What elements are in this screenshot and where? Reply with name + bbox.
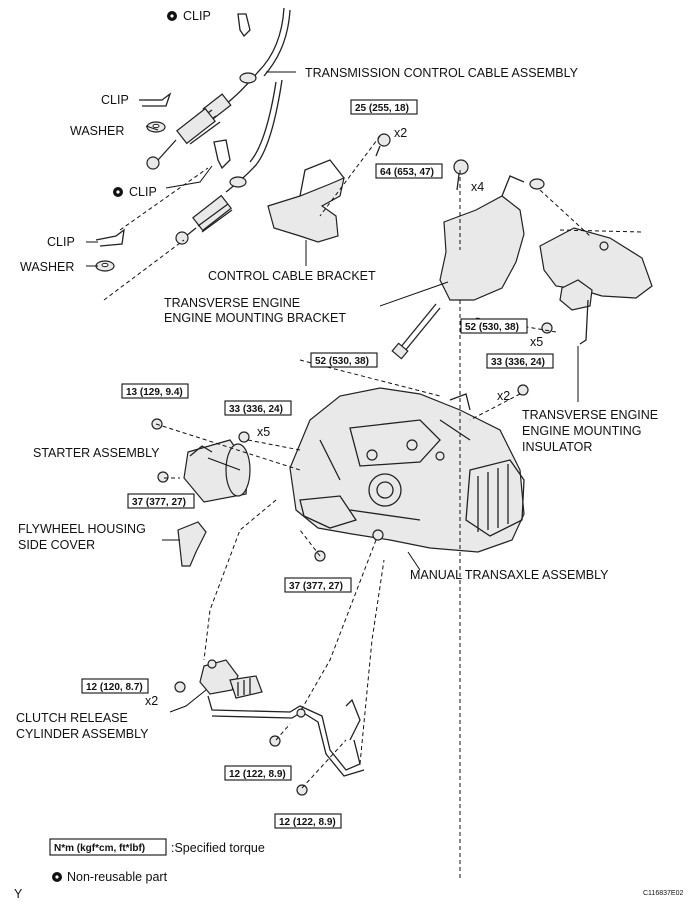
quantity-label: x2	[394, 126, 407, 140]
torque-value: 64 (653, 47)	[380, 167, 434, 178]
legend-nonreusable: Non-reusable part	[67, 870, 168, 884]
label-starter: STARTER ASSEMBLY	[33, 446, 160, 460]
torque-callout: 37 (377, 27)	[127, 493, 195, 509]
torque-value: 37 (377, 27)	[132, 497, 186, 508]
label-clip-2: CLIP	[101, 93, 129, 107]
figure-code: C116837E02	[643, 890, 683, 897]
label-transaxle: MANUAL TRANSAXLE ASSEMBLY	[410, 568, 609, 582]
torque-value: 33 (336, 24)	[229, 404, 283, 415]
torque-value: 12 (120, 8.7)	[86, 682, 143, 693]
transmission-control-cable-drawing	[95, 7, 291, 272]
torque-callout: 33 (336, 24)	[486, 353, 554, 369]
alignment-lines	[103, 135, 643, 880]
bolt-drawing	[372, 529, 384, 541]
long-bolt-drawing	[391, 303, 553, 396]
label-insulator-3: INSULATOR	[522, 440, 592, 454]
torque-callout: 52 (530, 38)	[460, 318, 528, 334]
torque-callout: 12 (122, 8.9)	[224, 765, 292, 781]
label-washer-2: WASHER	[20, 260, 74, 274]
torque-value: 25 (255, 18)	[355, 103, 409, 114]
torque-callout: 12 (122, 8.9)	[274, 813, 342, 829]
torque-callout: 12 (120, 8.7)	[81, 678, 149, 694]
legend: N*m (kgf*cm, ft*lbf) :Specified torque N…	[49, 838, 265, 884]
quantity-label: x2	[497, 389, 510, 403]
manual-transaxle-drawing	[289, 387, 525, 553]
label-clip-top: CLIP	[183, 9, 211, 23]
torque-callout: 33 (336, 24)	[224, 400, 292, 416]
label-flywheel-1: FLYWHEEL HOUSING	[18, 522, 146, 536]
torque-value: 12 (122, 8.9)	[229, 769, 286, 780]
clutch-release-cylinder-drawing	[174, 659, 365, 796]
starter-assembly-drawing	[151, 418, 251, 503]
label-clutch-1: CLUTCH RELEASE	[16, 711, 128, 725]
label-clutch-2: CYLINDER ASSEMBLY	[16, 727, 149, 741]
label-insulator-2: ENGINE MOUNTING	[522, 424, 641, 438]
torque-callout: 37 (377, 27)	[284, 577, 352, 593]
label-transmission-cable: TRANSMISSION CONTROL CABLE ASSEMBLY	[305, 66, 579, 80]
label-mounting-bracket-2: ENGINE MOUNTING BRACKET	[164, 311, 346, 325]
torque-callout: 13 (129, 9.4)	[121, 383, 189, 399]
torque-value: 13 (129, 9.4)	[126, 387, 183, 398]
quantity-label: x2	[145, 694, 158, 708]
quantity-label: x5	[530, 335, 543, 349]
label-mounting-bracket-1: TRANSVERSE ENGINE	[164, 296, 300, 310]
torque-value: 52 (530, 38)	[315, 356, 369, 367]
torque-value: 33 (336, 24)	[491, 357, 545, 368]
label-control-cable-bracket: CONTROL CABLE BRACKET	[208, 269, 376, 283]
torque-value: 12 (122, 8.9)	[279, 817, 336, 828]
torque-value: 37 (377, 27)	[289, 581, 343, 592]
leader-lines	[86, 71, 579, 713]
control-cable-bracket-drawing	[267, 133, 391, 243]
torque-callout: 25 (255, 18)	[350, 99, 418, 115]
engine-mounting-insulator-drawing	[539, 227, 653, 345]
flywheel-side-cover-drawing	[177, 521, 207, 567]
label-insulator-1: TRANSVERSE ENGINE	[522, 408, 658, 422]
corner-letter: Y	[14, 887, 23, 901]
torque-value: 52 (530, 38)	[465, 322, 519, 333]
torque-callout: 52 (530, 38)	[310, 352, 378, 368]
legend-unit-box: N*m (kgf*cm, ft*lbf)	[54, 843, 145, 854]
label-clip-3: CLIP	[129, 185, 157, 199]
legend-unit-desc: :Specified torque	[171, 841, 265, 855]
quantity-label: x4	[471, 180, 484, 194]
quantity-label: x5	[257, 425, 270, 439]
label-flywheel-2: SIDE COVER	[18, 538, 95, 552]
label-clip-4: CLIP	[47, 235, 75, 249]
torque-callout: 64 (653, 47)	[375, 163, 443, 179]
label-washer-1: WASHER	[70, 124, 124, 138]
engine-mounting-bracket-drawing	[439, 159, 545, 301]
